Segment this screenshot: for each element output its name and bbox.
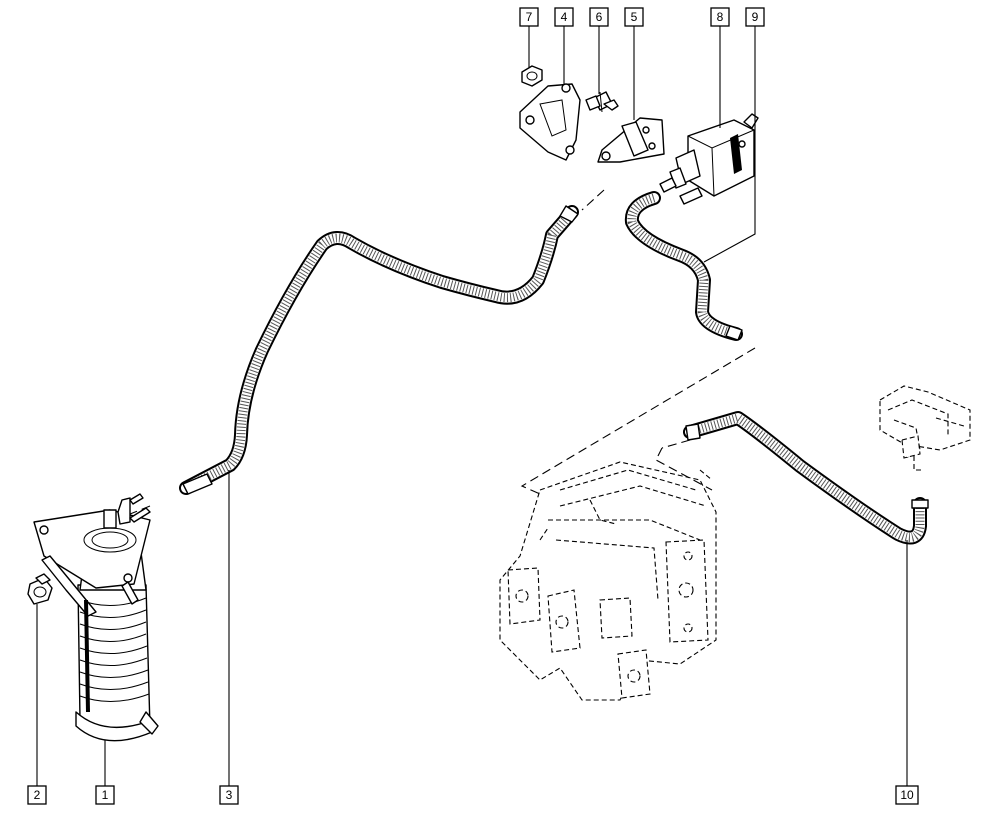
callout-2: 2 [27, 785, 47, 805]
callout-4-label: 4 [561, 10, 568, 24]
vapour-hose-canister-to-valve [179, 205, 579, 495]
purge-solenoid-valve [659, 113, 759, 205]
callout-6-label: 6 [596, 10, 603, 24]
callout-3: 3 [219, 785, 239, 805]
valve-mounting-bracket [519, 83, 581, 161]
callout-5-label: 5 [631, 10, 638, 24]
mounting-stud [585, 91, 619, 113]
callout-7: 7 [519, 7, 539, 27]
valve-support-bracket [597, 117, 665, 163]
callout-9-label: 9 [752, 10, 759, 24]
ghosted-sensor-reference [879, 385, 971, 471]
vapour-hose-valve-to-engine [624, 191, 743, 341]
vapour-hose-engine-to-sensor [683, 411, 929, 545]
canister-nut [27, 573, 53, 605]
callout-4: 4 [554, 7, 574, 27]
callout-8: 8 [710, 7, 730, 27]
callout-7-label: 7 [526, 10, 533, 24]
callout-1-label: 1 [102, 788, 109, 802]
callout-3-label: 3 [226, 788, 233, 802]
bracket-nut [521, 65, 543, 87]
callout-6: 6 [589, 7, 609, 27]
leader-lines [36, 26, 908, 786]
callout-2-label: 2 [34, 788, 41, 802]
callout-10-label: 10 [900, 788, 914, 802]
dashed-connection-lines [129, 189, 756, 515]
ghosted-intake-manifold [499, 461, 717, 701]
callout-1: 1 [95, 785, 115, 805]
fuel-vapour-canister [33, 493, 159, 742]
callout-5: 5 [624, 7, 644, 27]
callout-10: 10 [895, 785, 919, 805]
callout-8-label: 8 [717, 10, 724, 24]
callout-9: 9 [745, 7, 765, 27]
